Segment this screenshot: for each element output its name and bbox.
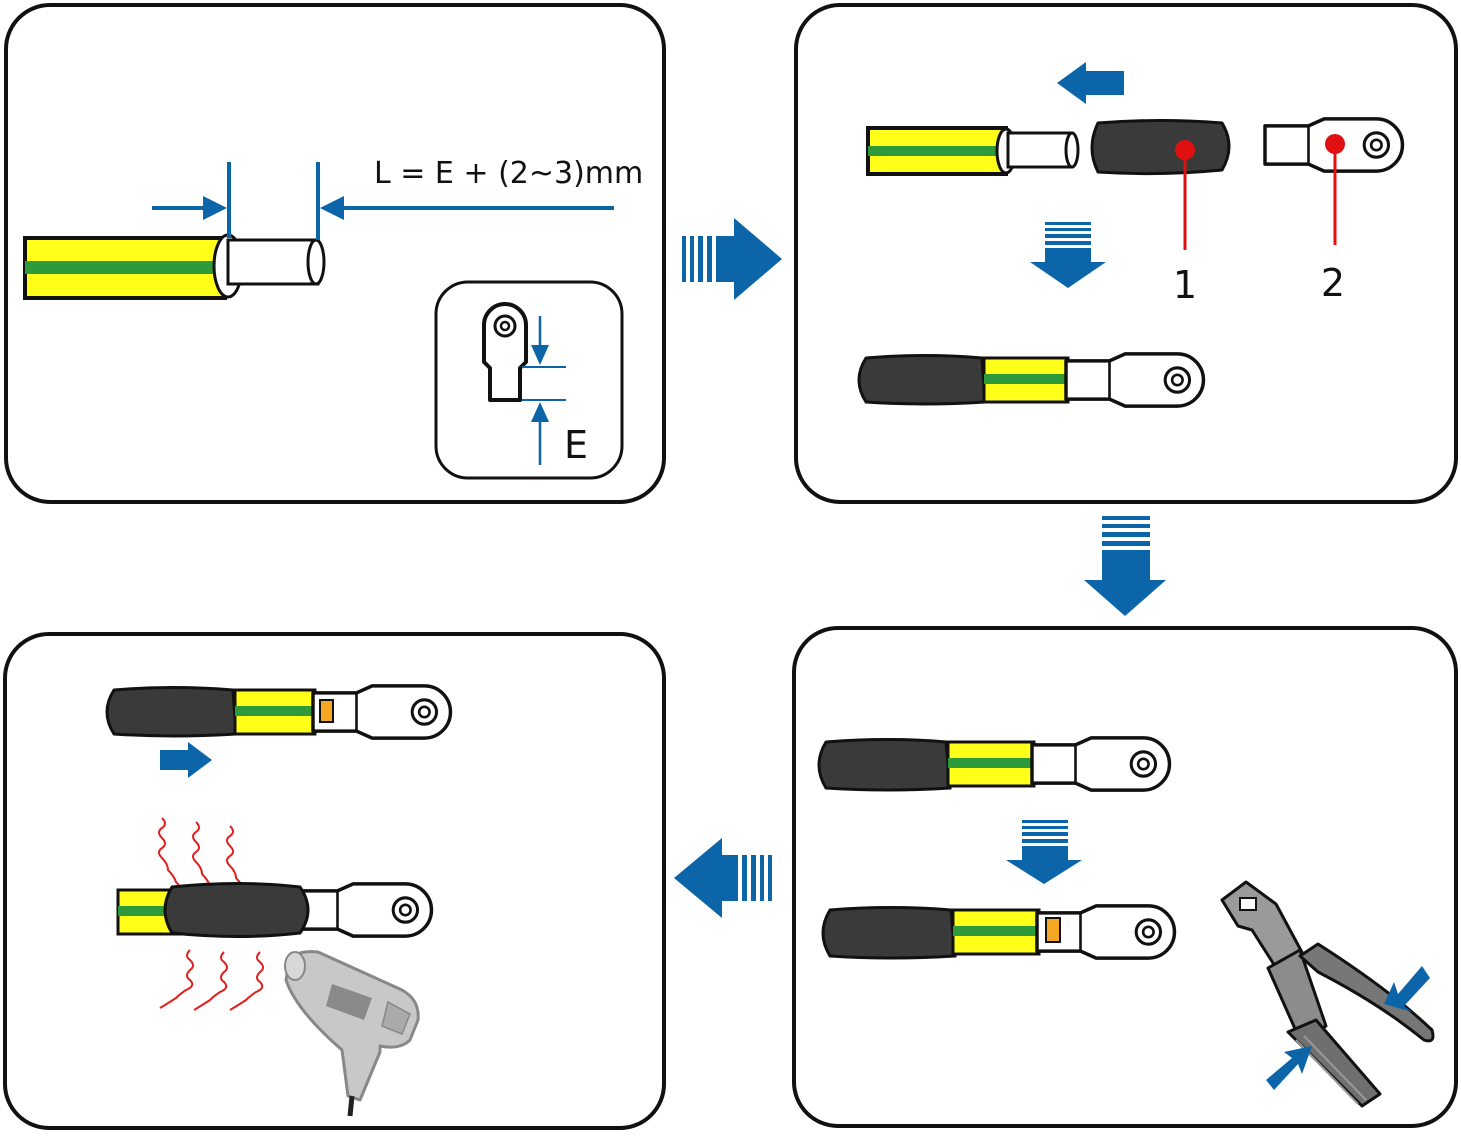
hydraulic-crimping-tool-icon [1220,880,1435,1108]
down-arrow-step2 [1030,222,1106,288]
arrow-left-step3-to-step4 [674,838,772,918]
callout-label-2: 2 [1321,261,1345,305]
callout-lines [1175,134,1345,250]
step2-panel: 1 2 [794,3,1458,504]
step3-panel [792,626,1458,1128]
press-arrow-upper [1384,966,1430,1012]
inset-dimension-label: E [564,423,588,467]
cable-sleeve-slide [105,684,453,740]
cable-after-crimp [821,904,1177,960]
step1-panel: L = E + (2~3)mm E [4,3,666,504]
cable-before-crimp [817,736,1172,792]
slide-right-arrow [160,742,212,778]
lug-barrel-inset: E [434,280,624,480]
assembled-cable-step2 [857,352,1206,408]
step4-panel [3,632,666,1130]
move-left-arrow [1057,62,1124,104]
stripped-cable-small [866,126,1080,176]
strip-length-dimension [152,162,614,240]
stripped-cable [23,233,326,300]
callout-label-1: 1 [1173,263,1197,307]
down-arrow-step3 [1006,820,1082,884]
strip-length-formula: L = E + (2~3)mm [374,156,643,191]
heat-gun-icon [284,950,420,1117]
heat-shrink-sleeve [1090,119,1231,176]
press-arrow-lower [1266,1046,1312,1090]
arrow-down-step2-to-step3 [1084,516,1166,616]
cable-heat-shrunk [116,882,434,938]
arrow-right-step1-to-step2 [682,218,782,300]
heat-waves-bottom [159,949,264,1011]
